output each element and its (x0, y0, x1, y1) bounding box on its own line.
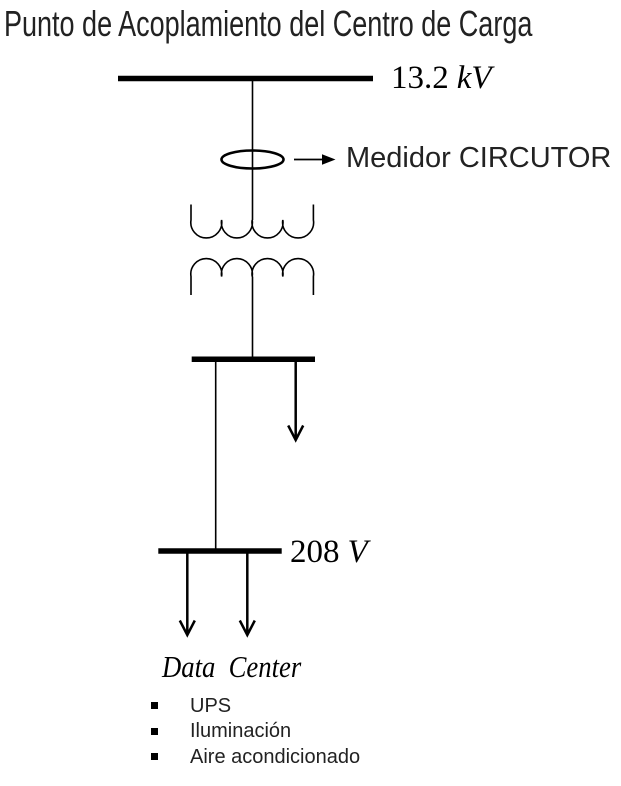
load-section-title: Data Center (162, 649, 302, 684)
meter-label: Medidor CIRCUTOR (346, 142, 612, 174)
square-bullet-icon (151, 702, 158, 710)
secondary-voltage-unit: V (347, 534, 368, 570)
square-bullet-icon (151, 753, 158, 761)
secondary-voltage-value: 208 (290, 534, 340, 570)
ct-meter-symbol (220, 149, 285, 170)
page-title: Punto de Acoplamiento del Centro de Carg… (4, 3, 533, 44)
load-item-label: Aire acondicionado (190, 745, 361, 768)
feeder-load-arrow (287, 359, 305, 443)
lv-load-arrow-right (238, 551, 256, 638)
transformer-primary-winding (190, 204, 315, 239)
load-item-label: Iluminación (190, 720, 292, 743)
load-item-label: UPS (190, 694, 232, 717)
list-item: Aire acondicionado (151, 744, 360, 770)
square-bullet-icon (151, 727, 158, 735)
list-item: Iluminación (151, 719, 360, 745)
load-list: UPS Iluminación Aire acondicionado (151, 693, 360, 770)
primary-voltage-unit: kV (456, 60, 492, 96)
primary-voltage-value: 13.2 (391, 60, 449, 96)
meter-pointer-arrow (294, 154, 336, 165)
lv-load-arrow-left (178, 551, 196, 638)
list-item: UPS (151, 693, 360, 719)
